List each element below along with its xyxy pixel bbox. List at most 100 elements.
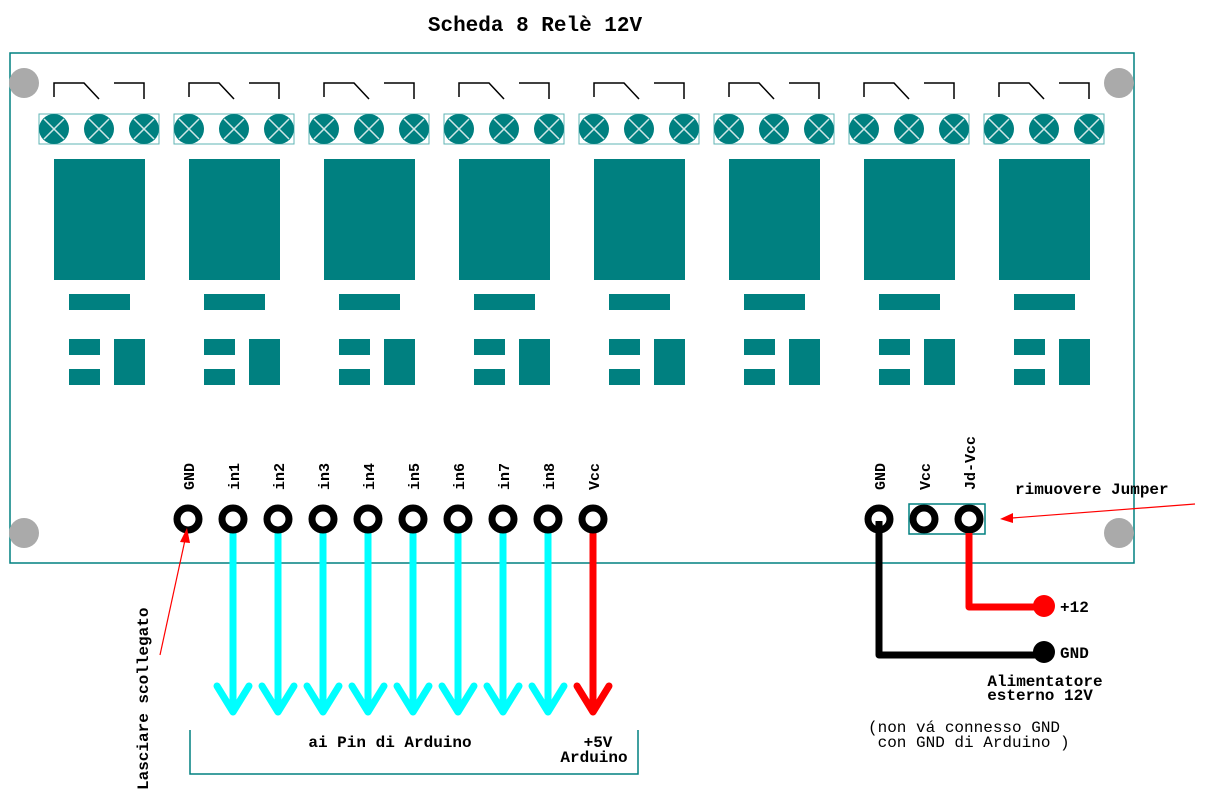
smd-pad — [879, 369, 910, 385]
mount-hole-top-left — [9, 68, 39, 98]
pin-label: Vcc — [918, 463, 935, 490]
smd-pad — [204, 339, 235, 355]
arduino-pins-label: ai Pin di Arduino — [308, 734, 471, 752]
header-pin-gnd: GND — [173, 463, 203, 534]
signal-wire-arrow — [348, 519, 388, 716]
signal-wire-arrow — [258, 519, 298, 716]
gnd-note-2: con GND di Arduino ) — [868, 734, 1070, 752]
screw-cross-icon — [898, 118, 920, 140]
header-pin-in8: in8 — [528, 463, 568, 716]
pin-pad — [398, 504, 428, 534]
smd-pad — [339, 369, 370, 385]
relay-module — [848, 82, 970, 385]
screw-cross-icon — [1078, 118, 1100, 140]
transistor-body — [789, 339, 820, 385]
relay-module — [983, 82, 1105, 385]
smd-component — [609, 294, 670, 310]
jumper-note-arrow — [1011, 503, 1196, 519]
jumper-note: rimuovere Jumper — [1015, 481, 1169, 499]
smd-pad — [204, 369, 235, 385]
signal-wire-arrow — [303, 519, 343, 716]
relay-switch-symbol-icon — [323, 82, 415, 100]
jumper-block — [908, 503, 986, 535]
transistor-body — [384, 339, 415, 385]
mount-hole-bottom-right — [1104, 518, 1134, 548]
screw-cross-icon — [43, 118, 65, 140]
gnd-label: GND — [1060, 645, 1089, 663]
screw-cross-icon — [718, 118, 740, 140]
smd-pad — [474, 369, 505, 385]
arduino-bracket — [189, 730, 639, 775]
gnd-terminal — [1033, 641, 1055, 663]
pin-label: in3 — [317, 463, 334, 490]
smd-component — [339, 294, 400, 310]
arrow-down-icon — [483, 682, 523, 716]
power-pin-gnd: GND — [864, 463, 894, 534]
relay-body — [324, 159, 415, 280]
pin-pad — [353, 504, 383, 534]
header-pin-in2: in2 — [258, 463, 298, 716]
screw-cross-icon — [313, 118, 335, 140]
relay-module — [578, 82, 700, 385]
mount-hole-bottom-left — [9, 518, 39, 548]
relay-switch-symbol-icon — [53, 82, 145, 100]
relay-body — [459, 159, 550, 280]
pin-label: in8 — [542, 463, 559, 490]
leave-disconnected-arrow — [159, 539, 186, 656]
relay-module — [308, 82, 430, 385]
arrow-head-icon — [180, 528, 190, 543]
pin-pad — [488, 504, 518, 534]
signal-wire-arrow — [483, 519, 523, 716]
pin-label: in5 — [407, 463, 424, 490]
psu-label: Alimentatore — [987, 673, 1102, 691]
pin-pad — [443, 504, 473, 534]
screw-cross-icon — [673, 118, 695, 140]
relay-module — [38, 82, 160, 385]
arrow-down-icon — [438, 682, 478, 716]
transistor-body — [519, 339, 550, 385]
plus12-label: +12 — [1060, 599, 1089, 617]
plus12-terminal — [1033, 595, 1055, 617]
screw-cross-icon — [628, 118, 650, 140]
relay-module — [443, 82, 565, 385]
relay-switch-symbol-icon — [593, 82, 685, 100]
relay-switch-symbol-icon — [728, 82, 820, 100]
transistor-body — [1059, 339, 1090, 385]
smd-pad — [609, 339, 640, 355]
pin-pad — [909, 504, 939, 534]
pin-label: GND — [182, 463, 199, 490]
signal-wire-arrow — [528, 519, 568, 716]
pin-label: Jd-Vcc — [963, 436, 980, 490]
relay-body — [999, 159, 1090, 280]
smd-pad — [1014, 339, 1045, 355]
mount-hole-top-right — [1104, 68, 1134, 98]
relay-body — [54, 159, 145, 280]
leave-disconnected-label: Lasciare scollegato — [135, 608, 153, 790]
smd-pad — [744, 339, 775, 355]
smd-pad — [69, 339, 100, 355]
arrow-down-icon — [393, 682, 433, 716]
transistor-body — [924, 339, 955, 385]
pin-label: in4 — [362, 463, 379, 490]
relay-switch-symbol-icon — [863, 82, 955, 100]
pin-label: in7 — [497, 463, 514, 490]
pin-pad — [218, 504, 248, 534]
screw-cross-icon — [583, 118, 605, 140]
screw-cross-icon — [1033, 118, 1055, 140]
screw-cross-icon — [538, 118, 560, 140]
relay-module — [713, 82, 835, 385]
header-pin-vcc: Vcc — [573, 463, 613, 716]
ground-wire — [875, 521, 1044, 659]
header-pin-in4: in4 — [348, 463, 388, 716]
smd-pad — [1014, 369, 1045, 385]
smd-component — [69, 294, 130, 310]
pin-label: in1 — [227, 463, 244, 490]
screw-cross-icon — [133, 118, 155, 140]
screw-cross-icon — [988, 118, 1010, 140]
power-header: GND Vcc Jd-Vcc — [864, 436, 984, 534]
screw-cross-icon — [808, 118, 830, 140]
relay-body — [729, 159, 820, 280]
signal-wire-arrow — [393, 519, 433, 716]
